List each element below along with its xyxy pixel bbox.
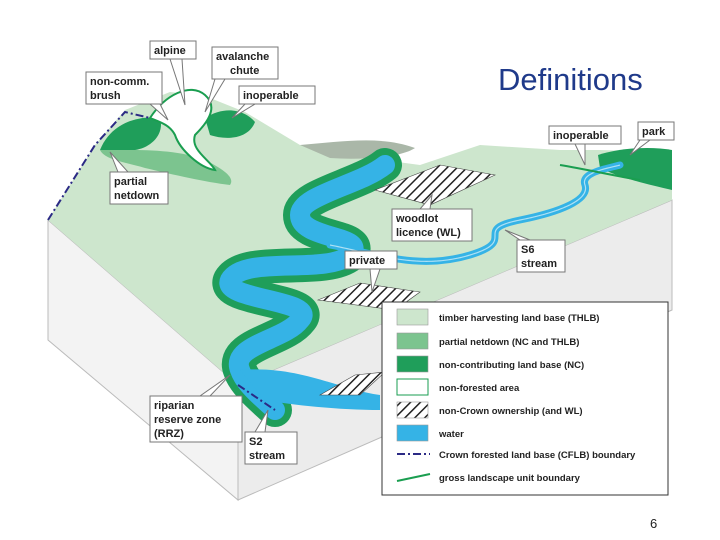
- callout-s6: S6 stream: [504, 229, 566, 273]
- label-inoperable-left: inoperable: [243, 90, 299, 102]
- nc-area-ridge: [205, 110, 255, 138]
- label-avalanche-2: chute: [230, 65, 259, 77]
- glu-boundary: [559, 164, 641, 181]
- callout-noncomm: non-comm. brush: [85, 71, 169, 121]
- legend-label-nc: non-contributing land base (NC): [439, 360, 584, 371]
- label-inoperable-right: inoperable: [553, 130, 609, 142]
- label-private: private: [349, 255, 385, 267]
- callout-park: park: [629, 121, 675, 156]
- legend-label-water: water: [438, 429, 464, 440]
- legend-item-thlb: timber harvesting land base (THLB): [396, 308, 599, 326]
- river-s6-outline: [329, 164, 621, 262]
- swatch-nc: [396, 355, 429, 373]
- legend-label-nonforest: non-forested area: [439, 383, 520, 394]
- legend-item-nc: non-contributing land base (NC): [396, 355, 584, 373]
- legend-item-nonforest: non-forested area: [396, 378, 520, 396]
- callout-inoperable-right: inoperable: [548, 125, 622, 166]
- label-riparian-2: reserve zone: [154, 414, 221, 426]
- legend-label-cflb: Crown forested land base (CFLB) boundary: [439, 450, 636, 461]
- label-riparian-1: riparian: [154, 400, 195, 412]
- label-avalanche-1: avalanche: [216, 51, 269, 63]
- alpine-area: [148, 89, 217, 172]
- label-woodlot-2: licence (WL): [396, 227, 461, 239]
- legend-label-glu: gross landscape unit boundary: [439, 473, 581, 484]
- label-riparian-3: (RRZ): [154, 428, 184, 440]
- legend-label-hatch: non-Crown ownership (and WL): [439, 406, 583, 417]
- cflb-boundary: [47, 110, 151, 221]
- swatch-water: [396, 424, 429, 442]
- label-s2-2: stream: [249, 450, 285, 462]
- page-number: 6: [650, 516, 658, 531]
- legend: timber harvesting land base (THLB) parti…: [381, 301, 669, 496]
- swatch-partial: [396, 332, 429, 350]
- nc-area-park: [598, 147, 672, 190]
- callout-woodlot: woodlot licence (WL): [391, 193, 473, 242]
- river-s2: [219, 155, 395, 420]
- legend-label-thlb: timber harvesting land base (THLB): [439, 313, 599, 324]
- swatch-hatch: [396, 401, 429, 419]
- callout-avalanche: avalanche chute: [204, 46, 279, 113]
- nc-area-left: [100, 117, 161, 150]
- callout-s2: S2 stream: [244, 409, 298, 465]
- legend-item-glu: gross landscape unit boundary: [396, 473, 581, 484]
- label-woodlot-1: woodlot: [395, 213, 438, 225]
- swatch-thlb: [396, 308, 429, 326]
- lake-area: [240, 369, 380, 410]
- callout-inoperable-left: inoperable: [231, 85, 316, 119]
- legend-item-water: water: [396, 424, 464, 442]
- callout-private: private: [344, 250, 398, 293]
- label-noncomm-2: brush: [90, 90, 121, 102]
- callout-alpine: alpine: [149, 40, 197, 106]
- label-s6-1: S6: [521, 244, 534, 256]
- swatch-nonforest: [396, 378, 429, 396]
- slide-title: Definitions: [498, 62, 643, 97]
- label-partial-1: partial: [114, 176, 147, 188]
- legend-item-cflb: Crown forested land base (CFLB) boundary: [397, 450, 636, 461]
- callout-partial-netdown: partial netdown: [109, 151, 169, 205]
- woodlot-hatch: [374, 164, 496, 206]
- legend-label-partial: partial netdown (NC and THLB): [439, 337, 579, 348]
- legend-item-partial: partial netdown (NC and THLB): [396, 332, 579, 350]
- label-park: park: [642, 126, 666, 138]
- cflb-boundary-bottom: [237, 384, 276, 411]
- label-partial-2: netdown: [114, 190, 159, 202]
- swatch-glu-line: [396, 473, 431, 482]
- label-noncomm-1: non-comm.: [90, 76, 149, 88]
- legend-item-hatch: non-Crown ownership (and WL): [396, 401, 583, 419]
- label-s6-2: stream: [521, 258, 557, 270]
- label-alpine: alpine: [154, 45, 186, 57]
- callout-riparian: riparian reserve zone (RRZ): [149, 374, 243, 443]
- label-s2-1: S2: [249, 436, 262, 448]
